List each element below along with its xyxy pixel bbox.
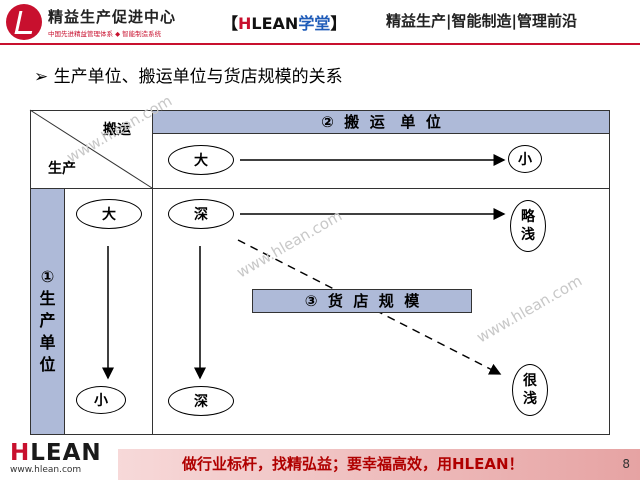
row-divider <box>30 188 610 189</box>
corner-transport-label: 搬运 <box>103 122 131 138</box>
corner-diagonal <box>29 109 153 189</box>
footer-bar: 做行业标杆，找精弘益；要幸福高效，用HLEAN！ 8 <box>118 449 640 480</box>
node-slightly-shallow: 略浅 <box>510 200 546 252</box>
footer-slogan: 做行业标杆，找精弘益；要幸福高效，用HLEAN！ <box>182 455 524 473</box>
node-center-deep: 深 <box>168 199 234 229</box>
node-left-large: 大 <box>76 199 142 229</box>
store-scale-box: ③ 货 店 规 模 <box>252 289 472 313</box>
node-top-large: 大 <box>168 145 234 175</box>
footer-logo: HLEAN <box>10 440 102 466</box>
corner-production-label: 生产 <box>48 161 76 177</box>
production-unit-header <box>30 188 65 435</box>
hlean-xuetang-title: 【HLEAN学堂】 <box>222 14 347 33</box>
node-top-small: 小 <box>508 145 542 173</box>
slide-heading: ➢ 生产单位、搬运单位与货店规模的关系 <box>34 67 343 87</box>
page-number: 8 <box>622 457 630 471</box>
header-tagline: 精益生产|智能制造|管理前沿 <box>386 12 577 30</box>
brand-name: 精益生产促进中心 <box>48 8 177 26</box>
brand-logo-icon <box>6 4 42 40</box>
node-very-shallow: 很浅 <box>512 364 548 416</box>
transport-unit-header: ② 搬 运 单 位 <box>152 110 610 134</box>
node-bottom-deep: 深 <box>168 386 234 416</box>
node-left-small: 小 <box>76 386 126 414</box>
production-unit-label: ① 生 产 单 位 <box>39 267 56 374</box>
brand-subtitle: 中国先进精益管理体系 ◆ 智能制造系统 <box>48 30 162 38</box>
footer-url: www.hlean.com <box>10 465 82 475</box>
header-divider <box>0 43 640 45</box>
column-divider <box>152 110 153 435</box>
